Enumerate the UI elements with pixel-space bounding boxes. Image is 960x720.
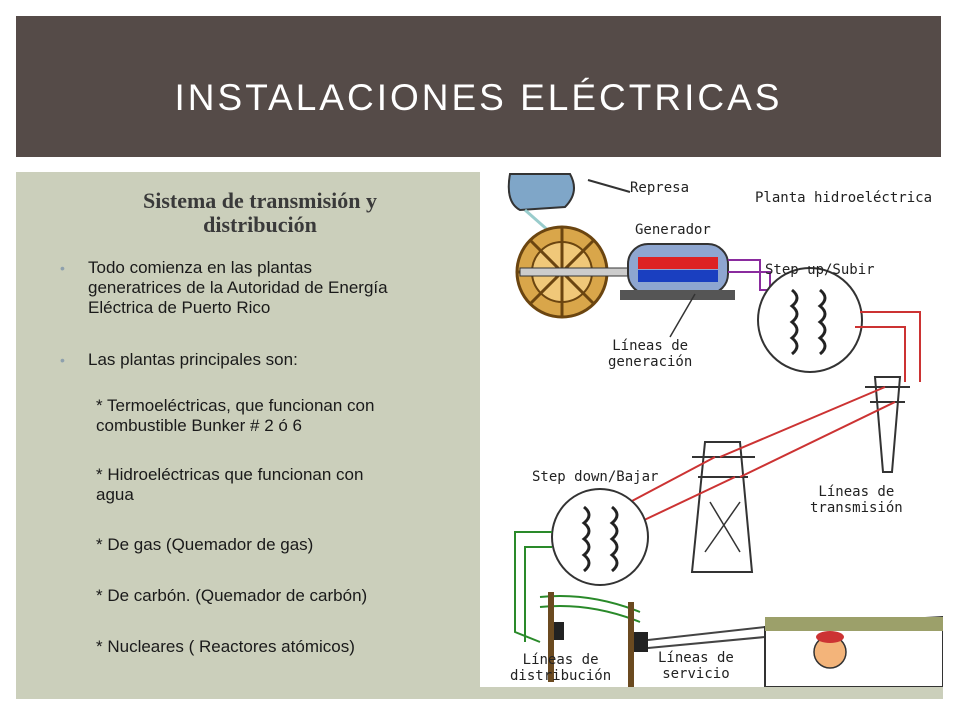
bullet-item: • Todo comienza en las plantas generatri…: [60, 258, 475, 318]
slide-subtitle: Sistema de transmisión y distribución: [50, 189, 470, 237]
label-planta: Planta hidroeléctrica: [755, 190, 933, 206]
transmission-tower-near-icon: [690, 441, 755, 573]
transmission-tower-far-icon: [865, 376, 910, 473]
water-wheel-icon: [515, 225, 631, 319]
sub-line: agua: [96, 485, 134, 504]
sub-item: * De gas (Quemador de gas): [60, 535, 475, 555]
power-system-diagram: Represa Planta hidroeléctrica Generador …: [480, 172, 943, 687]
sub-item: * De carbón. (Quemador de carbón): [60, 586, 475, 606]
label-line: transmisión: [810, 500, 903, 516]
bullet-dot-icon: •: [60, 260, 65, 276]
bullet-list: • Todo comienza en las plantas generatri…: [60, 258, 475, 657]
label-represa: Represa: [630, 180, 690, 196]
subtitle-line-1: Sistema de transmisión y: [142, 188, 378, 213]
bullet-line: Las plantas principales son:: [88, 350, 298, 369]
bullet-item: • Las plantas principales son:: [60, 350, 475, 370]
slide-title: INSTALACIONES ELÉCTRICAS: [174, 76, 783, 118]
label-line: generación: [608, 354, 693, 370]
diagram-drawing: [507, 173, 943, 687]
house-icon: [764, 615, 943, 687]
sub-line: * De gas (Quemador de gas): [96, 535, 314, 554]
label-generador: Generador: [635, 222, 711, 238]
generator-icon: [620, 243, 735, 300]
label-line: Líneas de: [818, 484, 895, 500]
bullet-line: Todo comienza en las plantas: [88, 258, 312, 277]
sub-line: * Termoeléctricas, que funcionan con: [96, 396, 375, 415]
bullet-line: generatrices de la Autoridad de Energía: [88, 278, 388, 297]
step-up-transformer-icon: [757, 267, 863, 373]
sub-item: * Hidroeléctricas que funcionan con agua: [60, 465, 475, 505]
bullet-line: Eléctrica de Puerto Rico: [88, 298, 271, 317]
dam-icon: [507, 173, 575, 234]
label-step-down: Step down/Bajar: [532, 469, 659, 485]
sub-line: * Hidroeléctricas que funcionan con: [96, 465, 364, 484]
sub-line: * Nucleares ( Reactores atómicos): [96, 637, 355, 656]
subtitle-line-2: distribución: [203, 212, 317, 237]
step-down-transformer-icon: [551, 488, 649, 586]
label-line: distribución: [510, 668, 612, 684]
label-line: servicio: [662, 666, 730, 682]
label-lineas-transmision: Líneas de transmisión: [810, 484, 903, 516]
bullet-dot-icon: •: [60, 352, 65, 368]
label-lineas-generacion: Líneas de generación: [608, 338, 692, 370]
label-line: Líneas de: [522, 652, 599, 668]
label-step-up: Step up/Subir: [765, 262, 875, 278]
sub-item: * Termoeléctricas, que funcionan con com…: [60, 396, 475, 436]
label-line: Líneas de: [612, 338, 689, 354]
sub-line: combustible Bunker # 2 ó 6: [96, 416, 303, 435]
label-lineas-distribucion: Líneas de distribución: [510, 652, 611, 684]
label-lineas-servicio: Líneas de servicio: [658, 650, 734, 682]
label-line: Líneas de: [658, 650, 734, 666]
sub-item: * Nucleares ( Reactores atómicos): [60, 637, 475, 657]
utility-pole-icon: [548, 592, 648, 687]
sub-line: * De carbón. (Quemador de carbón): [96, 586, 368, 605]
title-bar: INSTALACIONES ELÉCTRICAS: [16, 16, 941, 157]
